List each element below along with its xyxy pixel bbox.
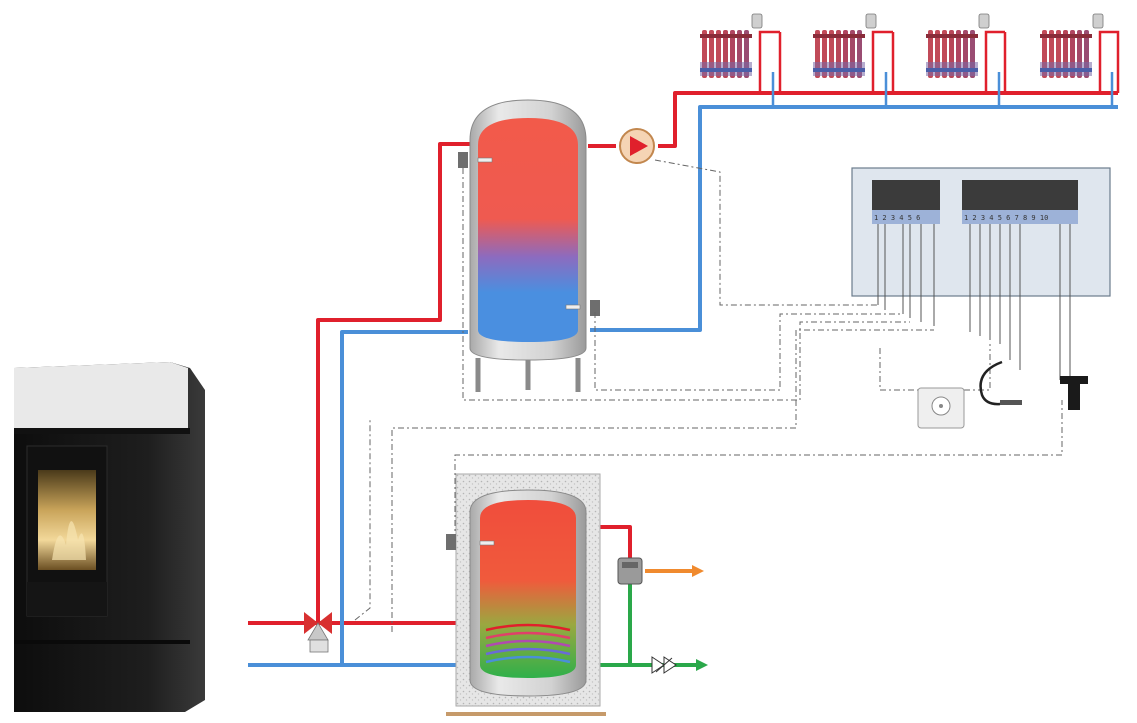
dhw-tank-with-coil	[446, 473, 606, 716]
radiator-cold-risers	[771, 72, 1114, 107]
radiator	[700, 30, 752, 78]
circulation-pump	[619, 128, 655, 164]
radiator-hot-risers	[758, 30, 1120, 93]
cold-pipes	[248, 105, 1118, 667]
temperature-probe	[446, 534, 456, 550]
thermostatic-head-icon	[751, 13, 1104, 29]
thermostatic-mixing-valve	[617, 557, 643, 585]
terminal-block: 1 2 3 4 5 6 7 8 9 10	[962, 180, 1078, 224]
control-wires	[877, 224, 1071, 380]
external-sensor	[1060, 376, 1088, 410]
temperature-probe	[458, 152, 600, 316]
terminal-block: 1 2 3 4 5 6	[872, 180, 940, 224]
pellet-stove	[14, 362, 205, 712]
room-thermostat	[917, 387, 965, 429]
buffer-tank	[469, 99, 587, 392]
sensor-wires	[354, 159, 1063, 632]
temperature-probe	[979, 360, 1022, 406]
control-unit: 1 2 3 4 5 6 1 2 3 4 5 6 7 8 9 10	[851, 167, 1111, 297]
arrow-right-icon	[696, 659, 708, 671]
cold-water-pipes	[583, 580, 700, 667]
three-way-valve	[304, 612, 332, 653]
arrow-right-icon	[692, 565, 704, 577]
check-valve	[651, 656, 677, 674]
radiators	[700, 30, 1092, 78]
hot-pipes	[248, 91, 1118, 625]
svg-text:1 2 3 4 5 6: 1 2 3 4 5 6	[874, 214, 920, 222]
svg-text:1 2 3 4 5 6 7 8 9 10: 1 2 3 4 5 6 7 8 9 10	[964, 214, 1048, 222]
